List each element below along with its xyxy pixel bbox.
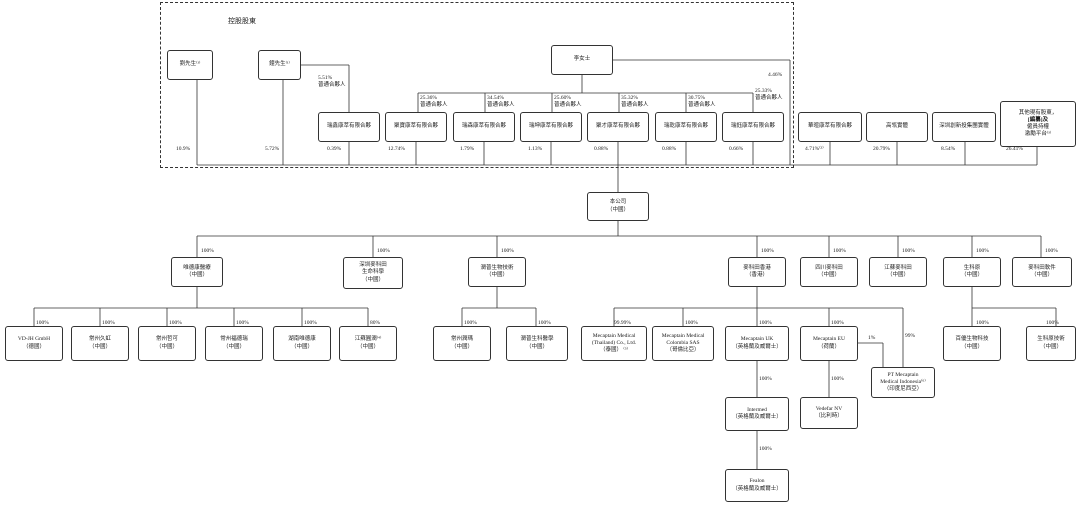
pct-wd-2: 100% bbox=[169, 320, 182, 326]
sub-shengkeyuan: 生科原（中國） bbox=[943, 257, 1001, 287]
partnership-1: 瑞鑫康萃有限合夥 bbox=[318, 112, 380, 142]
pct-sky-1: 100% bbox=[1046, 320, 1059, 326]
shareholder-zhong: 鐘先生⁽¹⁾ bbox=[258, 50, 301, 80]
controlling-shareholders-group bbox=[160, 2, 794, 168]
li-direct-pct: 4.46% bbox=[768, 72, 783, 78]
shareholder-shenzhen: 深圳創新投集團實體 bbox=[932, 112, 996, 142]
fealon-box: Fealon（英格蘭及威爾士） bbox=[725, 469, 789, 502]
sky-sub-0: 百優生物科技（中國） bbox=[943, 326, 1001, 361]
partnership-3: 瑞森康萃有限合夥 bbox=[453, 112, 515, 142]
pct-hk-4: 99% bbox=[905, 333, 916, 339]
gp-label-p4: 25.60%普通合夥人 bbox=[554, 95, 582, 109]
sub-runpu: 潤普生物技術（中國） bbox=[468, 257, 526, 287]
rp-sub-1: 潤普生科醫學（中國） bbox=[506, 326, 568, 361]
pct-l1-1: 100% bbox=[377, 248, 390, 254]
shareholder-gaorong: 高瓴實體 bbox=[866, 112, 928, 142]
sub-software: 麥科田軟件（中國） bbox=[1012, 257, 1072, 287]
pct-shenzhen: 8.54% bbox=[941, 146, 956, 152]
pct-hk-0: 99.99% bbox=[614, 320, 631, 326]
sub-hk: 麥科田香港（香港） bbox=[728, 257, 786, 287]
pct-p6: 0.88% bbox=[662, 146, 677, 152]
pct-others: 26.41% bbox=[1006, 146, 1023, 152]
rp-sub-0: 常州潤瑪（中國） bbox=[433, 326, 491, 361]
partnership-5: 聚才康萃有限合夥 bbox=[587, 112, 649, 142]
pct-rp-1: 100% bbox=[538, 320, 551, 326]
wd-sub-1: 常州久虹（中國） bbox=[71, 326, 129, 361]
wd-sub-5: 江蘇圓潤⁽⁴⁾（中國） bbox=[339, 326, 397, 361]
gp-label-p7: 25.33%普通合夥人 bbox=[755, 88, 783, 102]
pct-liu: 10.9% bbox=[176, 146, 191, 152]
pct-l1-6: 100% bbox=[976, 248, 989, 254]
pct-gaorong: 20.79% bbox=[873, 146, 890, 152]
pct-vedefar: 100% bbox=[831, 376, 844, 382]
pct-p1: 0.39% bbox=[327, 146, 342, 152]
partnership-2: 聚寶康萃有限合夥 bbox=[385, 112, 447, 142]
pct-p4: 1.13% bbox=[528, 146, 543, 152]
gp-label-p6: 30.75%普通合夥人 bbox=[688, 95, 716, 109]
gp-label-p3: 34.54%普通合夥人 bbox=[487, 95, 515, 109]
partnership-4: 瑞坤康萃有限合夥 bbox=[520, 112, 582, 142]
sub-jiangsu: 江蘇麥科田（中國） bbox=[869, 257, 927, 287]
pct-hk-3: 100% bbox=[831, 320, 844, 326]
gp-label-p5: 35.32%普通合夥人 bbox=[621, 95, 649, 109]
gp-label-zhong: 5.51%普通合夥人 bbox=[318, 75, 346, 89]
pct-fealon: 100% bbox=[759, 446, 772, 452]
intermed-box: Intermed（英格蘭及威爾士） bbox=[725, 397, 789, 431]
pct-zhong: 5.72% bbox=[265, 146, 280, 152]
company-box: 本公司（中國） bbox=[587, 192, 649, 221]
pct-l1-0: 100% bbox=[201, 248, 214, 254]
pct-l1-3: 100% bbox=[761, 248, 774, 254]
wd-sub-0: VD-JH GmbH（德國） bbox=[5, 326, 63, 361]
partnership-7: 瑞鈺康萃有限合夥 bbox=[722, 112, 784, 142]
vedefar-box: Vedefar NV（比利時） bbox=[800, 397, 858, 429]
pct-wd-5: 80% bbox=[370, 320, 381, 326]
shareholder-others: 其他現有股東， [編纂]及 僱員持權 激勵平台⁽³⁾ bbox=[1000, 101, 1076, 147]
pct-rp-0: 100% bbox=[464, 320, 477, 326]
shareholder-li: 李女士 bbox=[551, 45, 613, 75]
pct-hk-2: 100% bbox=[759, 320, 772, 326]
pct-wd-1: 100% bbox=[102, 320, 115, 326]
shareholder-liu: 劉先生⁽¹⁾ bbox=[167, 50, 213, 80]
pct-huaxuan: 4.71%⁽²⁾ bbox=[805, 146, 824, 152]
pct-hk-1: 100% bbox=[685, 320, 698, 326]
pct-p7: 0.66% bbox=[729, 146, 744, 152]
wd-sub-4: 湖南唯德康（中國） bbox=[273, 326, 331, 361]
controlling-shareholders-title: 控股股東 bbox=[228, 17, 256, 25]
pct-l1-2: 100% bbox=[501, 248, 514, 254]
pct-wd-4: 100% bbox=[304, 320, 317, 326]
hk-sub-eu: Mecaptain EU（荷蘭） bbox=[800, 326, 858, 361]
hk-sub-uk: Mecaptain UK（英格蘭及威爾士） bbox=[725, 326, 789, 361]
partnership-6: 瑞乾康萃有限合夥 bbox=[655, 112, 717, 142]
pct-p3: 1.79% bbox=[460, 146, 475, 152]
sub-sichuan: 四川麥科田（中國） bbox=[800, 257, 858, 287]
pct-intermed: 100% bbox=[759, 376, 772, 382]
pct-eu-to-pt: 1% bbox=[868, 335, 876, 341]
pct-p5: 0.88% bbox=[594, 146, 609, 152]
hk-sub-thailand: Mecaptain Medical(Thailand) Co., Ltd.（泰國… bbox=[581, 326, 647, 361]
wd-sub-3: 常州福德瑞（中國） bbox=[205, 326, 263, 361]
shareholder-huaxuan: 華暄康萃有限合夥 bbox=[798, 112, 862, 142]
wd-sub-2: 常州哲可（中國） bbox=[138, 326, 196, 361]
pct-sky-0: 100% bbox=[976, 320, 989, 326]
pct-wd-3: 100% bbox=[236, 320, 249, 326]
pct-l1-4: 100% bbox=[833, 248, 846, 254]
sub-weidekang: 唯德康醫療（中國） bbox=[171, 257, 223, 287]
sub-shenzhen-mkt: 深圳麥科田生命科學（中國） bbox=[343, 257, 403, 289]
pct-l1-7: 100% bbox=[1045, 248, 1058, 254]
pct-l1-5: 100% bbox=[902, 248, 915, 254]
gp-label-p2: 25.36%普通合夥人 bbox=[420, 95, 448, 109]
pct-p2: 12.74% bbox=[388, 146, 405, 152]
pct-wd-0: 100% bbox=[36, 320, 49, 326]
sky-sub-1: 生科原技術（中國） bbox=[1026, 326, 1076, 361]
